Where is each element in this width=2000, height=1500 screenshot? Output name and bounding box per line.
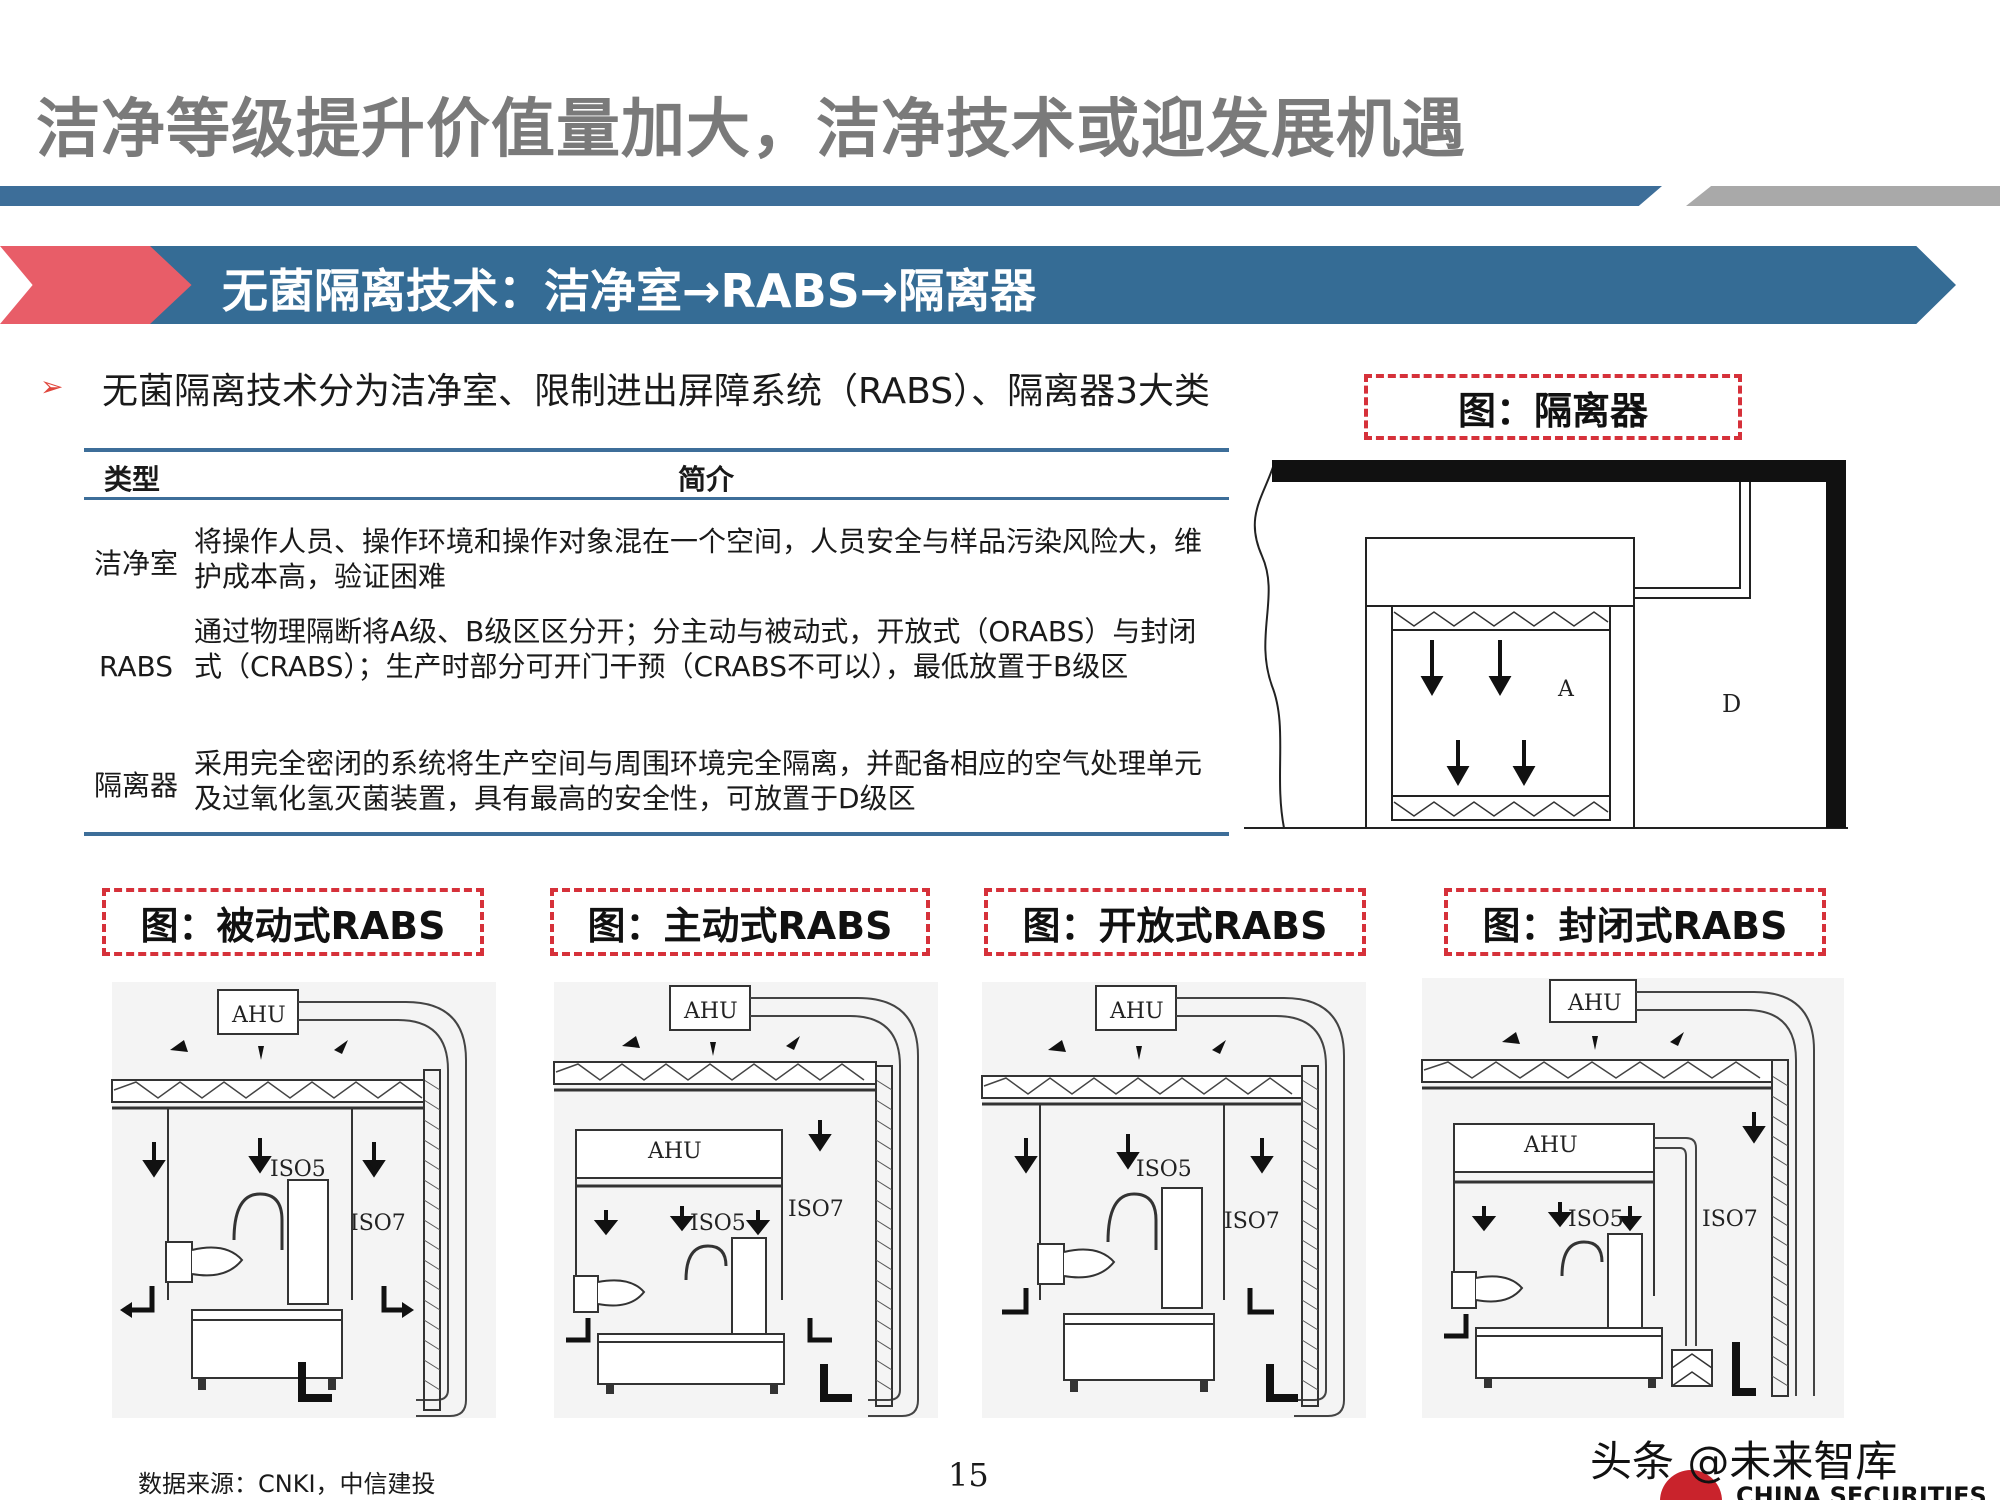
iso7-label: ISO7 [350,1211,406,1236]
table-header-type: 类型 [104,463,161,496]
logo-text: CHINA SECURITIES [1736,1482,1987,1500]
caption-passive-rabs: 图：被动式RABS [102,888,484,956]
ahu-label: AHU [1567,991,1622,1016]
ahu-label: AHU [1523,1133,1578,1158]
table-header-desc: 简介 [678,463,735,496]
table-cell-desc: 采用完全密闭的系统将生产空间与周围环境完全隔离，并配备相应的空气处理单元及过氧化… [194,747,1203,815]
table-cell-type: RABS [99,650,173,683]
iso7-label: ISO7 [1702,1207,1758,1232]
bullet-text: 无菌隔离技术分为洁净室、限制进出屏障系统（RABS）、隔离器3大类 [102,371,1211,412]
isolator-diagram: A D [1244,456,1848,836]
ahu-label: AHU [231,1003,286,1028]
table-top-rule [84,448,1229,452]
caption-closed-rabs: 图：封闭式RABS [1444,888,1826,956]
data-source: 数据来源：CNKI，中信建投 [138,1470,436,1498]
page-number: 15 [948,1456,989,1494]
table-cell-desc: 将操作人员、操作环境和操作对象混在一个空间，人员安全与样品污染风险大，维护成本高… [194,525,1203,593]
ahu-label: AHU [647,1139,702,1164]
iso5-label: ISO5 [690,1211,746,1236]
banner-blue-bar [150,246,1956,324]
table-bottom-rule [84,832,1229,836]
table-cell-type: 洁净室 [93,547,178,580]
isolator-label-a: A [1557,677,1575,702]
bullet-arrow-icon: ➢ [40,370,64,403]
iso5-label: ISO5 [270,1157,326,1182]
table-header-rule [84,497,1229,500]
watermark: 头条 @未来智库 [1590,1437,1898,1486]
closed-rabs-diagram: AHU AHU ISO5 ISO7 [1420,976,1846,1420]
caption-open-rabs: 图：开放式RABS [984,888,1366,956]
title-rule-blue [0,186,1662,206]
open-rabs-diagram: AHU ISO5 ISO7 [980,980,1370,1420]
passive-rabs-diagram: AHU ISO5 ISO7 [106,980,496,1420]
iso5-label: ISO5 [1568,1207,1624,1232]
ahu-label: AHU [1109,999,1164,1024]
isolator-label-d: D [1722,690,1741,718]
caption-isolator: 图：隔离器 [1364,374,1742,440]
section-banner-title: 无菌隔离技术：洁净室→RABS→隔离器 [222,264,1037,318]
ahu-label: AHU [683,999,738,1024]
page-title: 洁净等级提升价值量加大，洁净技术或迎发展机遇 [36,93,1466,167]
title-rule-grey [1686,186,2000,206]
table-cell-desc: 通过物理隔断将A级、B级区区分开；分主动与被动式，开放式（ORABS）与封闭式（… [194,615,1197,683]
table-cell-type: 隔离器 [93,769,178,802]
iso7-label: ISO7 [788,1197,844,1222]
iso5-label: ISO5 [1136,1157,1192,1182]
iso7-label: ISO7 [1224,1209,1280,1234]
active-rabs-diagram: AHU AHU ISO5 ISO7 [548,980,938,1420]
caption-active-rabs: 图：主动式RABS [550,888,930,956]
